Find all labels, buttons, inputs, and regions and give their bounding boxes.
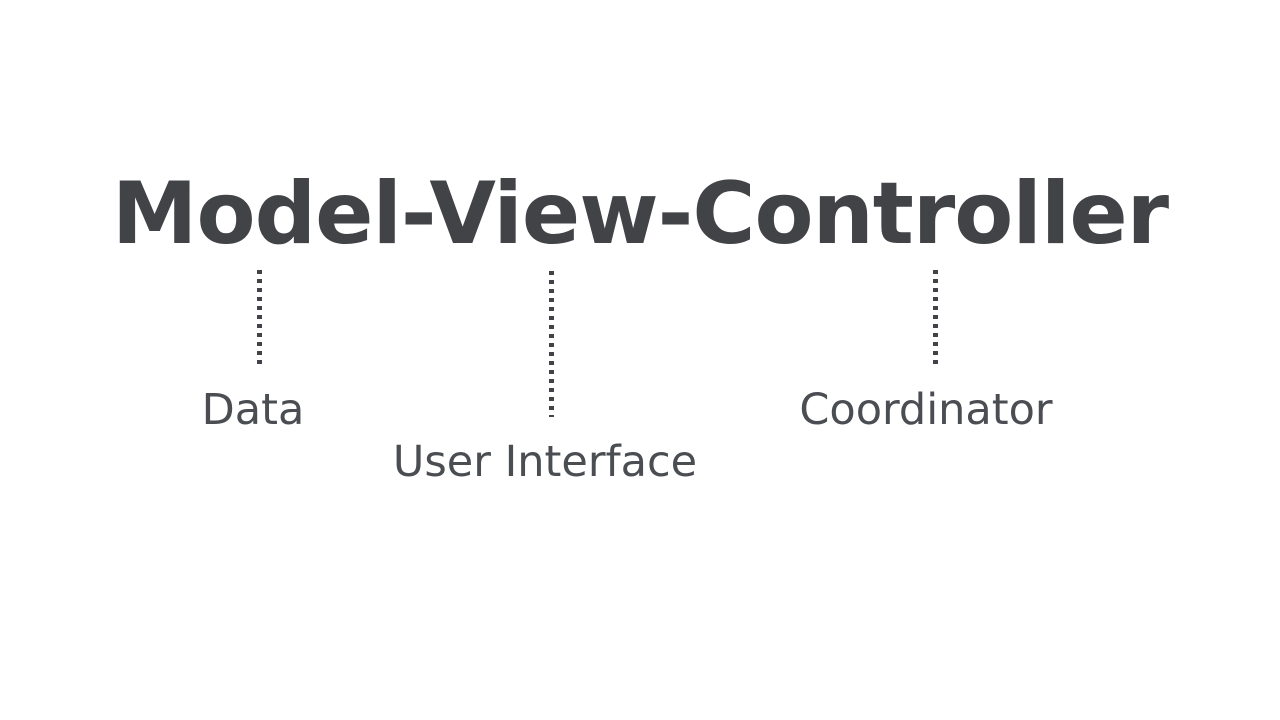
annotation-label-controller: Coordinator xyxy=(799,385,1053,435)
page-title: Model-View-Controller xyxy=(111,164,1169,264)
dotted-connector-view xyxy=(549,271,554,417)
annotation-label-view: User Interface xyxy=(392,437,698,487)
annotation-label-model: Data xyxy=(201,385,305,435)
dotted-connector-controller xyxy=(933,270,938,364)
dotted-connector-model xyxy=(257,270,262,364)
